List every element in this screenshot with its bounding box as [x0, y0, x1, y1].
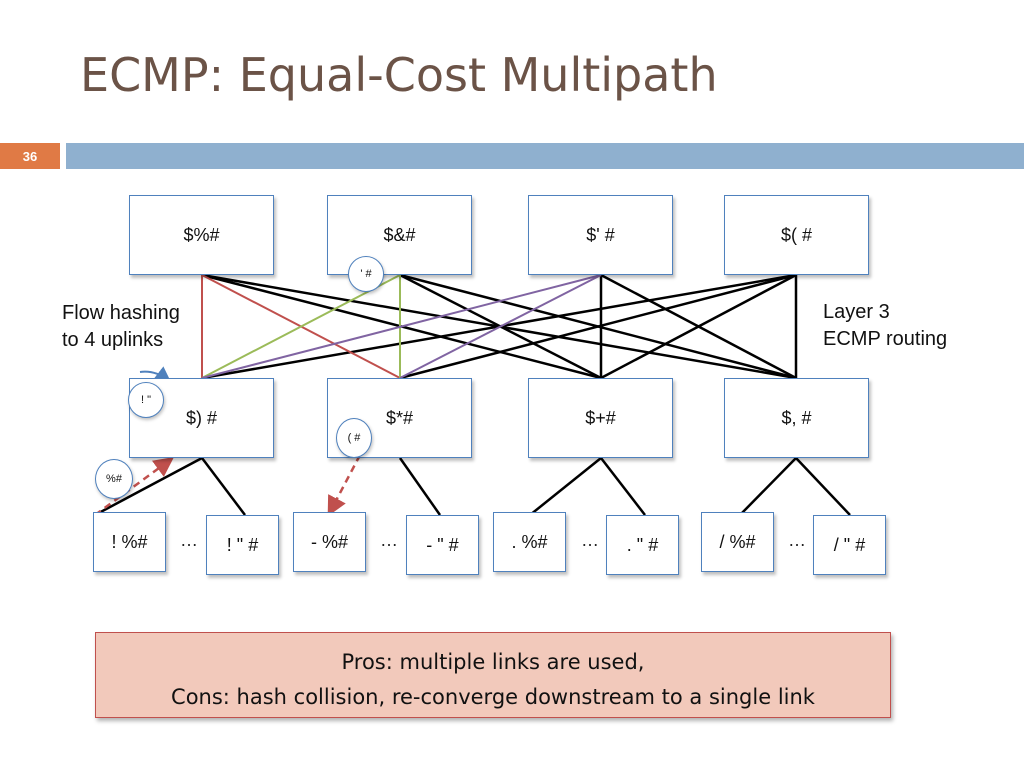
red-dashed-flow-up: [94, 457, 175, 517]
agg-switch-1: $) #: [129, 378, 274, 458]
link-a1-h1: [94, 456, 203, 517]
slide-number: 36: [0, 143, 60, 169]
layer3-ecmp-label: Layer 3 ECMP routing: [823, 299, 947, 353]
purple-path-c3-a1: [201, 274, 602, 379]
link-a3-h6: [600, 457, 646, 516]
flow-hashing-line1: Flow hashing: [62, 302, 180, 324]
host-5: . %#: [493, 512, 566, 572]
host-8: / " #: [813, 515, 886, 575]
host-2: ! " #: [206, 515, 279, 575]
host-ellipsis-4: …: [788, 530, 806, 550]
host-7: / %#: [701, 512, 774, 572]
flow-hashing-label: Flow hashing to 4 uplinks: [62, 300, 180, 354]
link-c4-a3: [600, 273, 797, 380]
core-switch-4: $( #: [724, 195, 869, 275]
layer3-line1: Layer 3: [823, 301, 890, 323]
step-bubble-4: %#: [95, 459, 133, 499]
layer3-line2: ECMP routing: [823, 328, 948, 350]
agg-switch-4: $, #: [724, 378, 869, 458]
host-1: ! %#: [93, 512, 166, 572]
pros-text: Pros: multiple links are used,: [341, 650, 645, 674]
slide-title: ECMP: Equal-Cost Multipath: [80, 48, 718, 102]
link-a2-h4: [398, 457, 442, 516]
link-a1-h2: [201, 457, 246, 516]
host-ellipsis-2: …: [380, 530, 398, 550]
link-c4-a2: [399, 273, 797, 380]
cons-text: Cons: hash collision, re-converge downst…: [171, 685, 815, 709]
pros-cons-box: Pros: multiple links are used, Cons: has…: [95, 632, 891, 718]
core-switch-1: $%#: [129, 195, 274, 275]
step-bubble-3: ( #: [336, 418, 372, 458]
host-4: - " #: [406, 515, 479, 575]
host-3: - %#: [293, 512, 366, 572]
agg-switch-3: $+#: [528, 378, 673, 458]
host-ellipsis-1: …: [180, 530, 198, 550]
step-bubble-1: ! ": [128, 382, 164, 418]
title-divider-bar: [66, 143, 1024, 169]
link-a4-h7: [739, 457, 797, 516]
link-a3-h5: [529, 457, 602, 516]
green-path-c2-a1: [201, 274, 401, 379]
red-dashed-flow-down: [327, 454, 362, 517]
host-6: . " #: [606, 515, 679, 575]
flow-hashing-line2: to 4 uplinks: [62, 329, 164, 351]
host-ellipsis-3: …: [581, 530, 599, 550]
core-switch-2: $&#: [327, 195, 472, 275]
core-switch-3: $' #: [528, 195, 673, 275]
step-bubble-2: ' #: [348, 256, 384, 292]
link-a4-h8: [795, 457, 851, 516]
purple-path-c3-a2: [399, 274, 602, 379]
